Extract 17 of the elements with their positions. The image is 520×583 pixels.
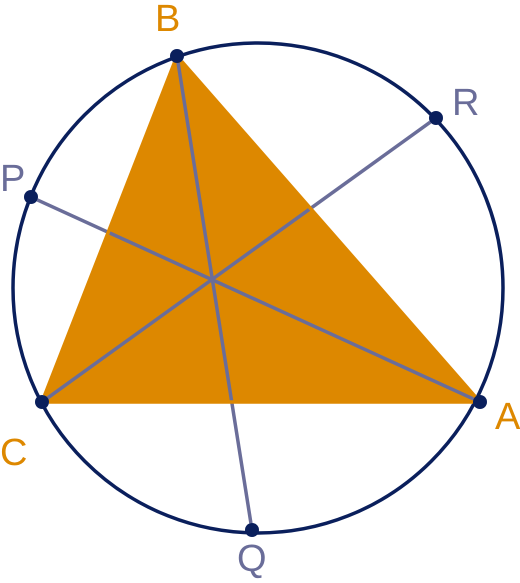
triangle-side — [180, 60, 477, 398]
line-segment — [46, 120, 432, 400]
point-label: B — [155, 0, 180, 38]
point-label: R — [452, 84, 480, 122]
triangle-side — [49, 400, 473, 404]
point-dot — [429, 111, 443, 125]
line-segment — [176, 62, 253, 524]
point-dot — [245, 523, 259, 537]
point-label: Q — [237, 540, 267, 578]
point-label: P — [0, 160, 26, 198]
point-label: C — [0, 434, 28, 472]
triangle-side — [42, 62, 176, 396]
point-dot — [473, 395, 487, 409]
point-dot — [170, 49, 184, 63]
line-segment — [36, 198, 474, 401]
point-dot — [24, 190, 38, 204]
point-dot — [35, 395, 49, 409]
